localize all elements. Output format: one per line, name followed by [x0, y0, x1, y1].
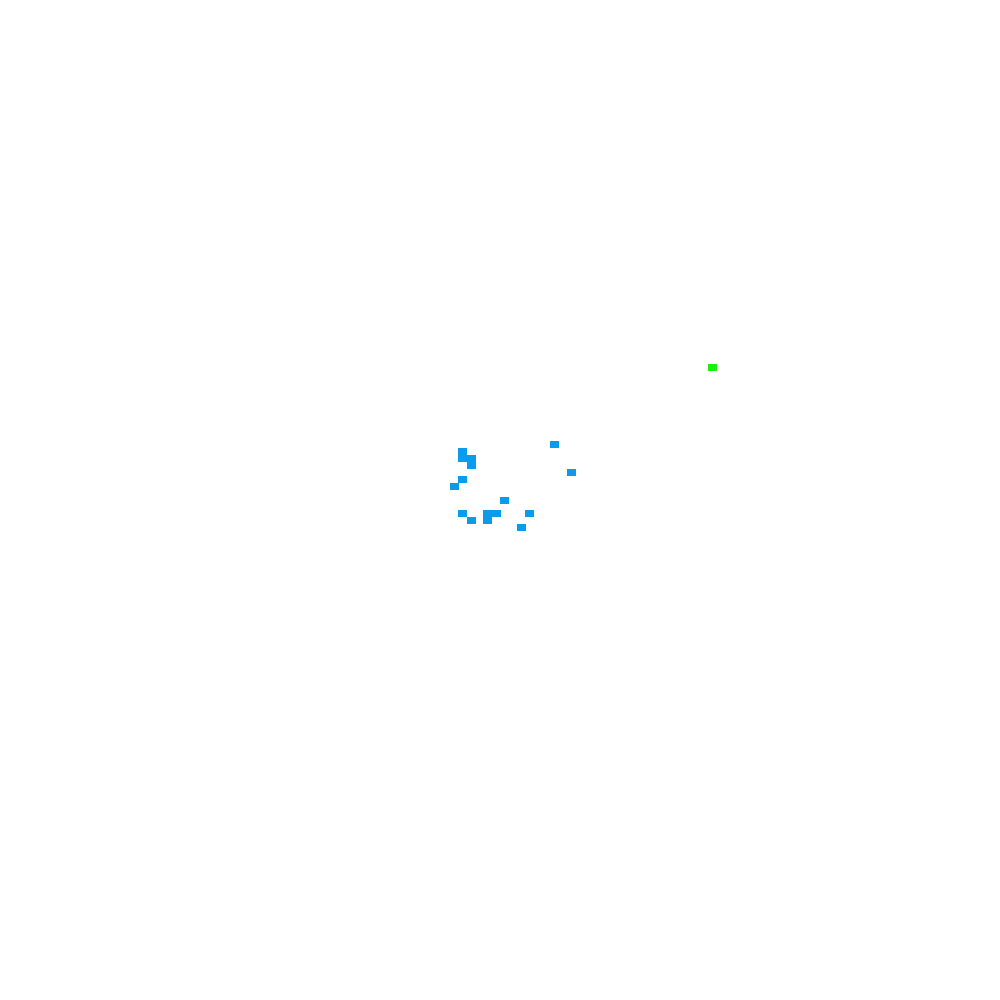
- blue-cell: [500, 496, 509, 504]
- blue-cell: [458, 475, 468, 483]
- green-cell: [708, 363, 718, 371]
- blue-cell: [458, 454, 468, 462]
- blue-cell: [491, 510, 501, 518]
- blue-cell: [466, 517, 476, 525]
- blue-cell: [458, 510, 468, 518]
- blue-cell: [566, 468, 576, 476]
- blue-cell: [466, 461, 476, 469]
- blue-cell: [525, 510, 534, 518]
- blue-cell: [466, 454, 476, 462]
- blue-cell: [483, 510, 493, 518]
- blue-cell: [450, 482, 459, 490]
- blue-cell: [516, 524, 526, 532]
- blue-cell: [483, 517, 493, 525]
- blue-cell: [458, 447, 468, 455]
- blue-cell: [550, 440, 559, 448]
